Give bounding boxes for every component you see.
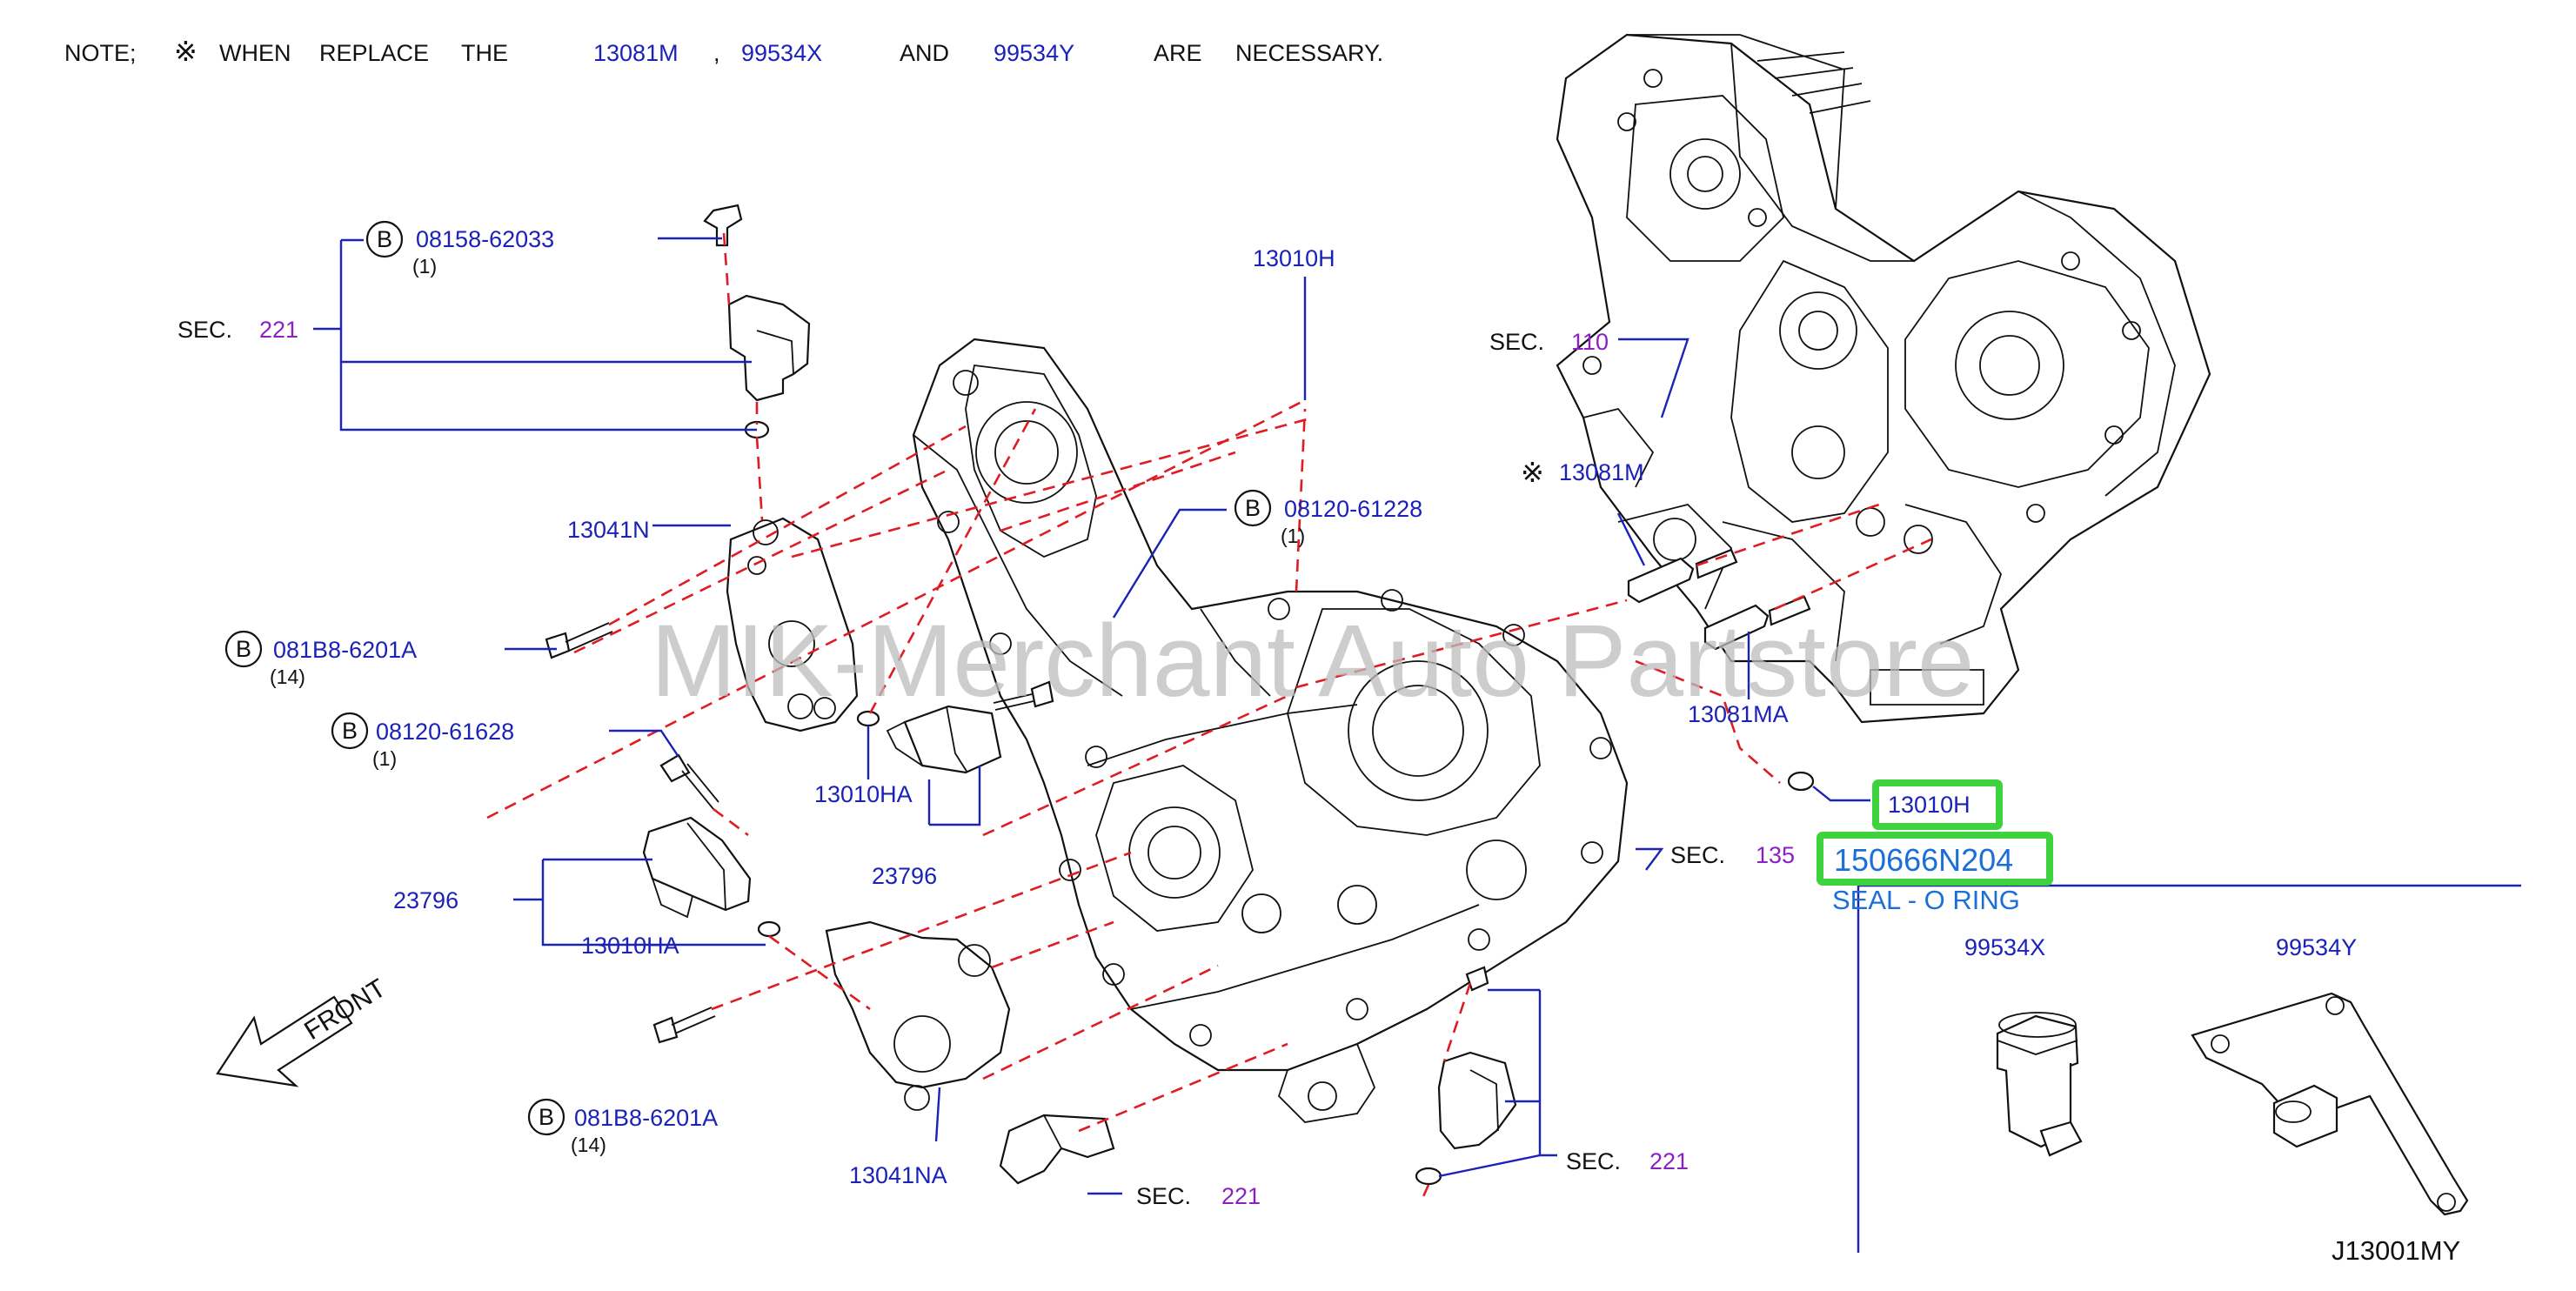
qty-08120-61228: (1) <box>1281 525 1305 547</box>
note-prefix: NOTE; <box>64 40 137 66</box>
label-13010h-top[interactable]: 13010H <box>1253 245 1335 271</box>
b-marker-08120-61628: B <box>331 712 369 750</box>
label-sec-221-bottom: SEC. <box>1136 1183 1191 1209</box>
b-marker-081b8-bottom: B <box>527 1098 565 1136</box>
watermark: MIK-Merchant Auto Partstore <box>651 604 1975 719</box>
label-23796-mid[interactable]: 23796 <box>872 863 937 889</box>
note-part-99534x[interactable]: 99534X <box>741 40 822 66</box>
label-13010ha-mid[interactable]: 13010HA <box>814 781 913 807</box>
b-marker-08120-61228: B <box>1234 489 1272 527</box>
label-13041na[interactable]: 13041NA <box>849 1162 947 1188</box>
label-sec-221-bottom-num[interactable]: 221 <box>1221 1183 1261 1209</box>
label-23796-left[interactable]: 23796 <box>393 887 458 913</box>
note-part-99534y[interactable]: 99534Y <box>994 40 1074 66</box>
label-sec-221-right-num[interactable]: 221 <box>1649 1148 1689 1174</box>
label-08120-61228[interactable]: 08120-61228 <box>1284 496 1422 522</box>
highlight-box-13010h <box>1872 779 2003 830</box>
part-number[interactable]: 150666N204 <box>1834 842 2013 878</box>
timing-cover-drawing <box>912 338 1629 1123</box>
label-081b8-6201a-bottom[interactable]: 081B8-6201A <box>574 1105 718 1131</box>
label-08120-61628[interactable]: 08120-61628 <box>376 719 514 745</box>
bolt-081b8-bottom <box>652 1007 716 1044</box>
note-part-13081m[interactable]: 13081M <box>593 40 679 66</box>
qty-08120-61628: (1) <box>372 747 397 770</box>
label-13010ha-left[interactable]: 13010HA <box>581 933 679 959</box>
note-necessary: NECESSARY. <box>1235 40 1383 66</box>
qty-081b8-6201a-bottom: (14) <box>571 1134 606 1156</box>
label-99534x[interactable]: 99534X <box>1964 934 2045 960</box>
label-sec-110: SEC. <box>1489 329 1544 355</box>
label-99534y[interactable]: 99534Y <box>2276 934 2357 960</box>
label-sec-221-left: SEC. <box>177 317 232 343</box>
label-13010h-right[interactable]: 13010H <box>1888 792 1970 818</box>
cam-sensor-bottom <box>999 1114 1115 1185</box>
cam-sensor-top <box>703 204 811 439</box>
label-sec-221-left-num[interactable]: 221 <box>259 317 298 343</box>
part-99534x-drawing <box>1996 1012 2083 1157</box>
assembly-dashed-lines <box>486 232 1932 1201</box>
note-the: THE <box>461 40 508 66</box>
label-081b8-6201a-top[interactable]: 081B8-6201A <box>273 637 417 663</box>
solenoid-valve-left <box>642 816 781 938</box>
b-marker-label: B <box>342 718 358 744</box>
part-description: SEAL - O RING <box>1832 885 2020 915</box>
label-sec-135: SEC. <box>1670 842 1725 868</box>
cover-13041na <box>825 920 1011 1111</box>
bolt-08120-61228 <box>993 680 1054 711</box>
b-marker-label: B <box>377 226 392 252</box>
label-13081ma[interactable]: 13081MA <box>1688 701 1789 727</box>
highlight-box-part-number <box>1817 832 2053 886</box>
note-and: AND <box>900 40 949 66</box>
qty-081b8-6201a-top: (14) <box>270 666 305 688</box>
solenoid-valve-mid <box>856 705 1002 774</box>
label-13041n[interactable]: 13041N <box>567 517 650 543</box>
b-marker-081b8-top: B <box>224 630 263 668</box>
b-marker-label: B <box>1245 495 1261 521</box>
label-08158-62033[interactable]: 08158-62033 <box>416 226 554 252</box>
front-arrow-icon <box>216 995 353 1087</box>
cam-sensor-right <box>1415 966 1517 1186</box>
b-marker-08158: B <box>365 220 404 258</box>
label-sec-110-num[interactable]: 110 <box>1571 329 1609 355</box>
note-are: ARE <box>1154 40 1202 66</box>
label-sec-221-right: SEC. <box>1566 1148 1621 1174</box>
bolt-08120-61628 <box>659 753 719 810</box>
dowel-13081m <box>1627 548 1738 604</box>
note-comma: , <box>713 40 720 66</box>
note-replace: REPLACE <box>319 40 429 66</box>
bolt-081b8-top <box>545 622 613 659</box>
b-marker-label: B <box>236 636 251 662</box>
qty-08158-62033: (1) <box>412 255 437 278</box>
dowel-13081ma <box>1703 595 1811 651</box>
b-marker-label: B <box>539 1104 554 1130</box>
note-header: NOTE; ※ WHEN REPLACE THE 13081M , 99534X… <box>64 36 1383 67</box>
label-13081m-symbol: ※ <box>1521 457 1544 488</box>
label-sec-135-num[interactable]: 135 <box>1756 842 1795 868</box>
note-when: WHEN <box>219 40 291 66</box>
part-99534y-drawing <box>2191 992 2469 1216</box>
diagram-id: J13001MY <box>2332 1235 2460 1266</box>
engine-block-drawing <box>1556 33 2211 724</box>
note-symbol: ※ <box>174 36 197 67</box>
o-ring-13010h-right <box>1787 771 1815 792</box>
label-13081m[interactable]: 13081M <box>1559 459 1644 485</box>
